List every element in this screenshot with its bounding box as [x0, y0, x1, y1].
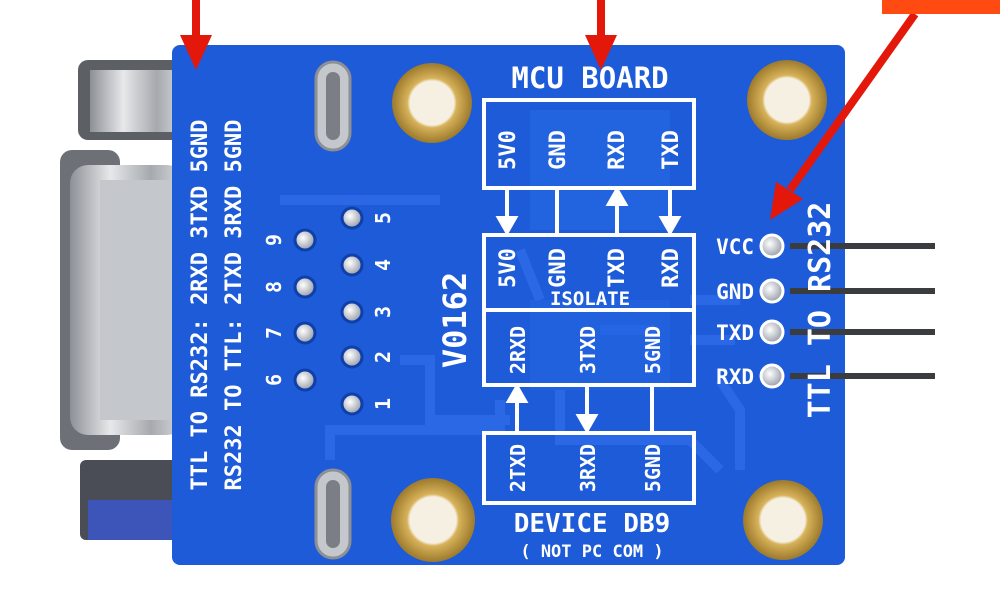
db9-pad — [340, 392, 364, 416]
model-label: V0162 — [436, 272, 474, 368]
isolate-pin-5v0: 5V0 — [496, 248, 521, 288]
mounting-hole-top-left — [392, 63, 472, 143]
db9-number-8: 8 — [262, 281, 286, 293]
mcu-box — [482, 98, 696, 190]
mcu-board-label: MCU BOARD — [511, 61, 668, 95]
isolate-bottom-pin-labels: 2RXD 3TXD 5GND — [506, 326, 665, 374]
db9-pin-pads — [293, 206, 364, 416]
annotation-box — [882, 0, 1000, 14]
ttl-to-rs232-label: TTL TO RS232 — [803, 202, 838, 419]
isolate-pin-txd: TXD — [605, 248, 630, 288]
db9-pad — [293, 368, 317, 392]
device-pin-2txd: 2TXD — [506, 444, 530, 492]
db9-pad — [293, 228, 317, 252]
db9-pad — [293, 321, 317, 345]
isolate-pin-2rxd: 2RXD — [506, 326, 530, 374]
db9-number-5: 5 — [371, 212, 395, 224]
db9-connector — [60, 60, 185, 540]
header-label-rxd: RXD — [716, 365, 754, 389]
not-pc-com-label: ( NOT PC COM ) — [520, 542, 663, 562]
mcu-pin-rxd: RXD — [605, 130, 630, 170]
mounting-hole-bottom-left — [391, 478, 475, 562]
db9-pin-numbers: 9 8 7 6 5 4 3 2 1 — [262, 212, 395, 410]
db9-number-7: 7 — [262, 327, 286, 339]
header-label-txd: TXD — [716, 321, 754, 345]
isolate-pin-3txd: 3TXD — [576, 326, 600, 374]
isolate-pin-rxd: RXD — [659, 248, 684, 288]
ttl-to-rs232-pinout: TTL TO RS232: 2RXD 3TXD 5GND — [188, 120, 213, 491]
db9-pad — [340, 345, 364, 369]
mounting-hole-bottom-right — [743, 480, 823, 560]
db9-pad — [340, 253, 364, 277]
db9-number-1: 1 — [371, 398, 395, 410]
db9-pad — [293, 275, 317, 299]
mcu-pin-txd: TXD — [659, 130, 684, 170]
mcu-pin-5v0: 5V0 — [496, 130, 521, 170]
header-label-vcc: VCC — [716, 235, 754, 259]
red-arrow-diagonal-icon — [770, 11, 919, 220]
device-pin-5gnd: 5GND — [641, 444, 665, 492]
db9-pad — [340, 206, 364, 230]
rs232-to-ttl-pinout: RS232 TO TTL: 2TXD 3RXD 5GND — [222, 120, 247, 491]
isolate-pin-gnd: GND — [546, 248, 571, 288]
db9-number-4: 4 — [371, 259, 395, 271]
mcu-pin-labels: 5V0 GND RXD TXD — [496, 130, 684, 170]
device-pin-3rxd: 3RXD — [576, 444, 600, 492]
slot-hole-bottom — [314, 468, 352, 560]
red-arrow-down-icon — [585, 0, 617, 70]
copper-traces — [280, 195, 745, 474]
mounting-hole-top-right — [747, 60, 827, 140]
device-pin-labels: 2TXD 3RXD 5GND — [506, 444, 665, 492]
db9-number-6: 6 — [262, 374, 286, 386]
isolate-top-pin-labels: 5V0 GND TXD RXD — [496, 248, 684, 288]
silkscreen-boxes — [482, 98, 696, 505]
db9-number-3: 3 — [371, 306, 395, 318]
header-pins — [759, 233, 935, 389]
red-arrow-down-icon — [180, 0, 212, 70]
db9-number-9: 9 — [262, 234, 286, 246]
db9-pad — [340, 300, 364, 324]
db9-number-2: 2 — [371, 351, 395, 363]
signal-lines — [495, 185, 682, 435]
isolate-label: ISOLATE — [550, 288, 630, 310]
slot-hole-top — [314, 60, 352, 152]
mcu-pin-gnd: GND — [546, 130, 571, 170]
device-box — [482, 431, 696, 505]
header-pin-labels: VCC GND TXD RXD — [716, 235, 754, 389]
header-label-gnd: GND — [716, 280, 754, 304]
device-db9-label: DEVICE DB9 — [514, 509, 671, 539]
isolate-pin-5gnd: 5GND — [641, 326, 665, 374]
